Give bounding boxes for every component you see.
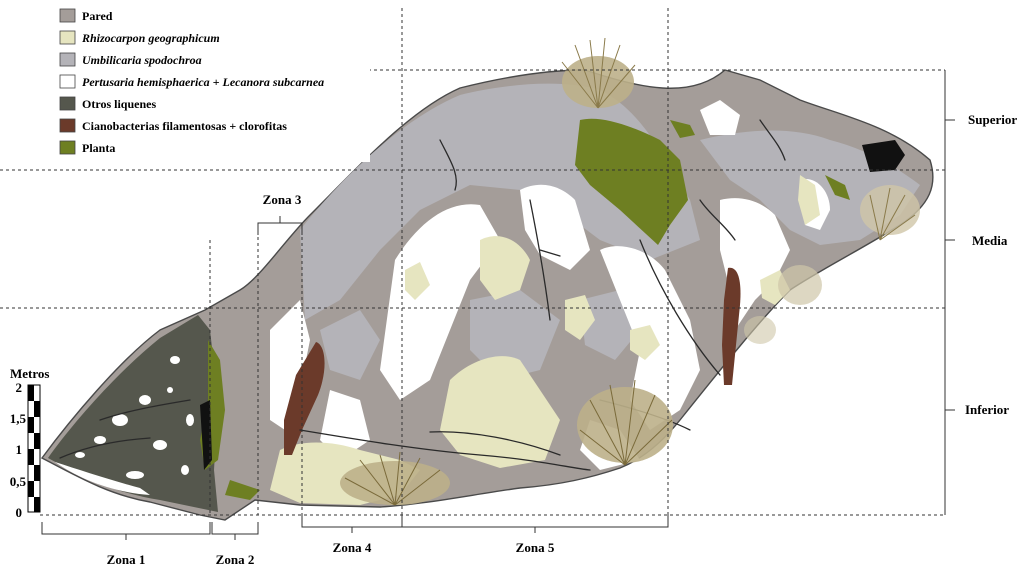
otros-liquenes-patch xyxy=(48,315,218,512)
zona3-label: Zona 3 xyxy=(263,192,302,207)
legend-label-planta: Planta xyxy=(82,141,115,155)
legend-label-otros-liquenes: Otros liquenes xyxy=(82,97,156,111)
legend-item-umbilicaria: Umbilicaria spodochroa xyxy=(60,53,202,67)
scale-tick-1: 1 xyxy=(16,442,23,457)
scale-tick-0: 0 xyxy=(16,505,23,520)
legend-label-pertusaria: Pertusaria hemisphaerica + Lecanora subc… xyxy=(82,75,324,89)
zona4-label: Zona 4 xyxy=(333,540,372,555)
zona1-label: Zona 1 xyxy=(107,552,146,567)
level-superior-label: Superior xyxy=(968,112,1017,127)
scale-tick-0-5: 0,5 xyxy=(10,474,27,489)
level-inferior-label: Inferior xyxy=(965,402,1009,417)
scale-tick-1-5: 1,5 xyxy=(10,411,27,426)
legend-item-rhizocarpon: Rhizocarpon geographicum xyxy=(60,31,220,45)
legend-item-pertusaria: Pertusaria hemisphaerica + Lecanora subc… xyxy=(60,75,324,89)
legend-item-pared: Pared xyxy=(60,9,113,23)
zona2-label: Zona 2 xyxy=(216,552,255,567)
legend-label-pared: Pared xyxy=(82,9,113,23)
level-media-label: Media xyxy=(972,233,1008,248)
scale-tick-2: 2 xyxy=(16,380,23,395)
legend-label-umbilicaria: Umbilicaria spodochroa xyxy=(82,53,202,67)
zona3-bracket: Zona 3 xyxy=(258,192,302,235)
legend-label-cianobacterias: Cianobacterias filamentosas + clorofitas xyxy=(82,119,287,133)
legend-item-planta: Planta xyxy=(60,141,115,155)
legend-item-otros-liquenes: Otros liquenes xyxy=(60,97,156,111)
shrub-top xyxy=(562,38,635,108)
legend: Pared Rhizocarpon geographicum Umbilicar… xyxy=(0,0,370,162)
zona5-label: Zona 5 xyxy=(516,540,555,555)
legend-item-cianobacterias: Cianobacterias filamentosas + clorofitas xyxy=(60,119,287,133)
bottom-brackets: Zona 1 Zona 2 Zona 4 Zona 5 xyxy=(42,515,668,567)
scale-bar: Metros 2 1,5 1 0,5 0 xyxy=(10,366,50,520)
scale-title: Metros xyxy=(10,366,49,381)
legend-label-rhizocarpon: Rhizocarpon geographicum xyxy=(81,31,220,45)
level-brackets: Superior Media Inferior xyxy=(945,70,1017,515)
